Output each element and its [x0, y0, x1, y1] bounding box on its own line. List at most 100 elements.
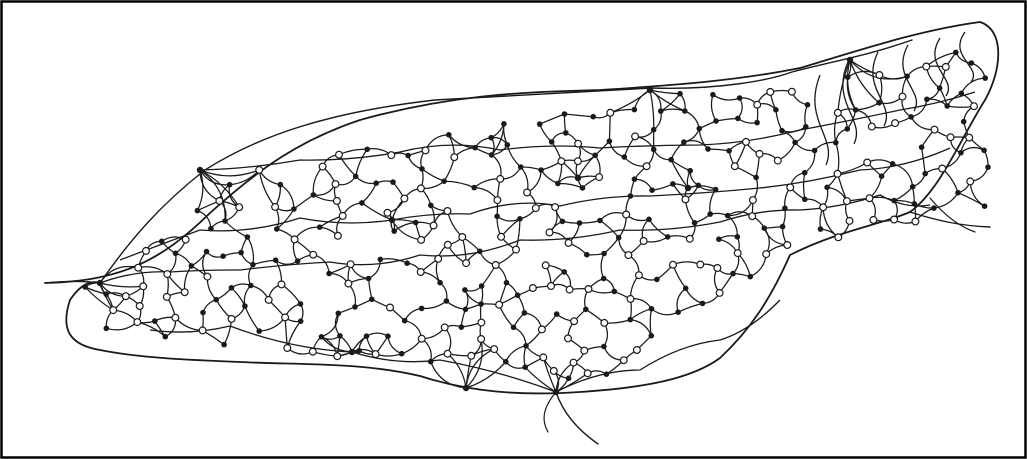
- open-circle-node: [417, 269, 424, 276]
- filled-dot-node: [922, 171, 928, 177]
- open-circle-node: [575, 158, 582, 165]
- branch-line: [276, 260, 298, 264]
- open-circle-node: [444, 241, 451, 248]
- filled-dot-node: [221, 342, 227, 348]
- filled-dot-node: [549, 139, 555, 145]
- filled-dot-node: [592, 153, 598, 159]
- filled-dot-node: [818, 226, 824, 232]
- open-circle-node: [110, 307, 117, 314]
- branch-line: [444, 181, 474, 187]
- body-outline: [45, 22, 998, 393]
- branch-line: [225, 221, 247, 237]
- filled-dot-node: [369, 297, 375, 303]
- branch-line: [716, 118, 738, 121]
- filled-dot-node: [554, 311, 560, 317]
- branch-line: [253, 260, 276, 264]
- filled-dot-node: [82, 284, 88, 290]
- branch-line: [113, 310, 137, 322]
- branch-line: [650, 309, 651, 336]
- filled-dot-node: [359, 200, 365, 206]
- open-circle-node: [820, 204, 827, 211]
- open-circle-node: [625, 252, 632, 259]
- open-circle-node: [584, 370, 591, 377]
- open-circle-node: [530, 285, 537, 292]
- branch-line: [540, 124, 552, 142]
- branch-line: [259, 317, 285, 331]
- filled-dot-node: [677, 91, 683, 97]
- branch-line: [604, 238, 619, 254]
- branch-line: [540, 114, 565, 124]
- filled-dot-node: [561, 269, 567, 275]
- open-circle-node: [135, 264, 142, 271]
- open-circle-node: [585, 286, 592, 293]
- branch-line: [958, 193, 985, 207]
- filled-dot-node: [566, 376, 572, 382]
- filled-dot-node: [477, 249, 483, 255]
- open-circle-node: [931, 126, 938, 133]
- open-circle-node: [565, 335, 572, 342]
- branch-line: [369, 279, 372, 300]
- open-circle-node: [876, 72, 883, 79]
- filled-dot-node: [961, 119, 967, 125]
- filled-dot-node: [163, 334, 169, 340]
- filled-dot-node: [697, 126, 703, 132]
- branch-line: [294, 195, 314, 209]
- filled-dot-node: [725, 213, 731, 219]
- open-circle-node: [339, 213, 346, 220]
- branch-line: [847, 77, 855, 110]
- filled-dot-node: [919, 144, 925, 150]
- branch-line: [499, 305, 513, 328]
- filled-dot-node: [389, 217, 395, 223]
- filled-dot-node: [944, 103, 950, 109]
- open-circle-node: [763, 251, 770, 258]
- filled-dot-node: [824, 185, 830, 191]
- open-circle-node: [278, 281, 285, 288]
- open-circle-node: [172, 314, 179, 321]
- filled-dot-node: [687, 168, 693, 174]
- filled-dot-node: [780, 224, 786, 230]
- branch-line: [408, 156, 422, 169]
- open-circle-node: [870, 217, 877, 224]
- filled-dot-node: [173, 251, 179, 257]
- filled-dot-node: [651, 127, 657, 133]
- long-strand: [150, 300, 780, 392]
- filled-dot-node: [517, 216, 523, 222]
- branch-line: [795, 142, 815, 150]
- filled-dot-node: [204, 249, 210, 255]
- open-circle-node: [546, 229, 553, 236]
- filled-dot-node: [489, 152, 495, 158]
- left-whisker: [45, 282, 100, 284]
- open-circle-node: [634, 347, 641, 354]
- branch-line: [922, 147, 926, 173]
- open-circle-node: [754, 101, 761, 108]
- filled-dot-node: [189, 263, 195, 269]
- branch-line: [100, 283, 143, 287]
- open-circle-node: [163, 294, 170, 301]
- branch-line: [805, 105, 808, 127]
- branch-line: [231, 288, 245, 306]
- filled-dot-node: [726, 148, 732, 154]
- open-circle-node: [430, 222, 437, 229]
- branch-line: [369, 259, 381, 278]
- open-circle-node: [966, 134, 973, 141]
- branch-line: [506, 346, 526, 362]
- filled-dot-node: [601, 251, 607, 257]
- branch-line: [282, 284, 301, 304]
- filled-dot-node: [317, 224, 323, 230]
- filled-dot-node: [515, 292, 521, 298]
- open-circle-node: [332, 181, 339, 188]
- branch-line: [259, 170, 275, 207]
- filled-dot-node: [459, 324, 465, 330]
- filled-dot-node: [782, 205, 788, 211]
- filled-dot-node: [847, 57, 853, 63]
- branch-line: [630, 309, 651, 320]
- branch-line: [649, 219, 668, 237]
- head-loop: [960, 32, 974, 82]
- open-circle-node: [967, 178, 974, 185]
- filled-dot-node: [494, 214, 500, 220]
- filled-dot-node: [227, 182, 233, 188]
- branch-line: [564, 114, 565, 133]
- filled-dot-node: [274, 226, 280, 232]
- filled-dot-node: [200, 310, 206, 316]
- filled-dot-node: [560, 219, 566, 225]
